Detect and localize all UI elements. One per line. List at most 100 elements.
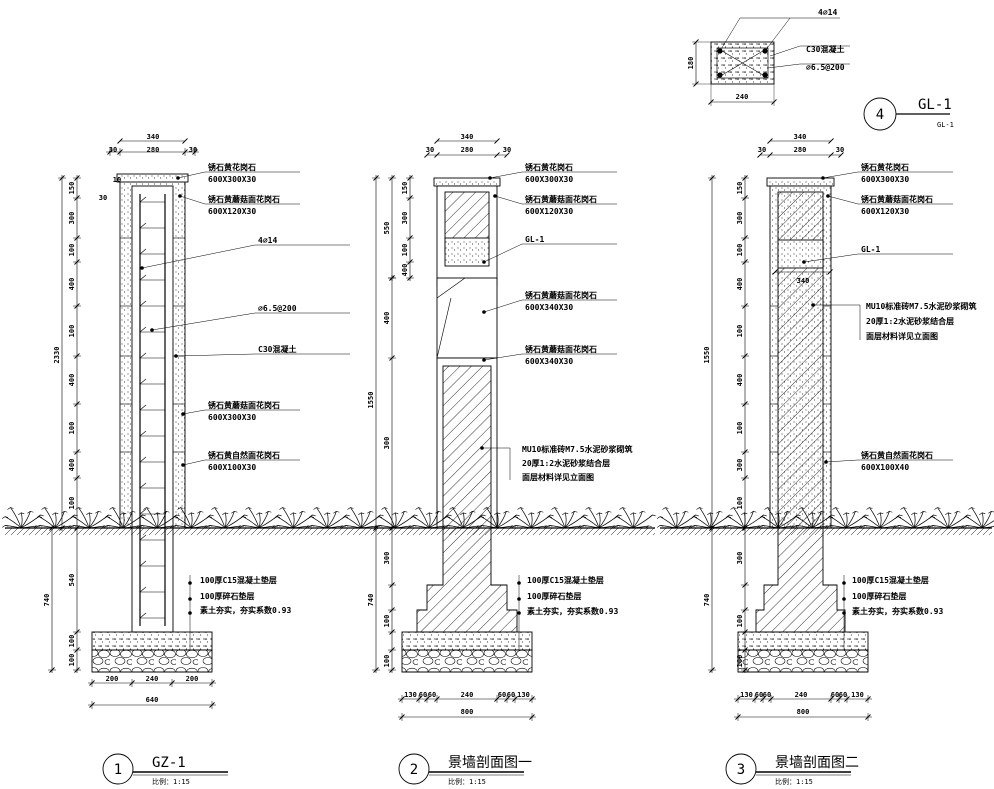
leaf-tip bbox=[861, 525, 868, 528]
leaf bbox=[72, 516, 90, 529]
leaf-tip bbox=[911, 512, 918, 516]
leaf bbox=[326, 511, 337, 529]
leaf-tip bbox=[245, 507, 252, 510]
leaf-tip bbox=[562, 512, 569, 516]
shrub-icon bbox=[171, 507, 214, 529]
leaf bbox=[292, 525, 309, 529]
leaf bbox=[394, 512, 397, 529]
leaf bbox=[777, 525, 794, 529]
leaf-tip bbox=[657, 525, 664, 528]
leaf-tip bbox=[449, 507, 456, 510]
note-text: 素土夯实，夯实系数0.93 bbox=[527, 606, 618, 616]
leaf-tip bbox=[759, 525, 766, 528]
dim-label: 550 bbox=[383, 222, 391, 235]
leaf bbox=[44, 507, 56, 529]
stirrup-hook bbox=[139, 352, 147, 359]
dim-label: 740 bbox=[43, 594, 51, 607]
leaf bbox=[276, 516, 294, 529]
leaf bbox=[174, 516, 192, 529]
leaf bbox=[418, 507, 430, 529]
leaf-tip bbox=[852, 510, 859, 514]
leader-line bbox=[827, 195, 859, 205]
leaf-tip bbox=[36, 525, 43, 528]
leaf-tip bbox=[579, 516, 587, 519]
leaf bbox=[282, 507, 294, 529]
leaf-tip bbox=[517, 507, 524, 510]
leaf bbox=[913, 511, 924, 529]
ground-hatch bbox=[5, 528, 345, 535]
leaf-tip bbox=[656, 516, 664, 519]
dim-label: 150 bbox=[68, 182, 76, 195]
leaf bbox=[496, 511, 507, 529]
dim-label: 300 bbox=[736, 212, 744, 225]
leaf bbox=[879, 525, 896, 529]
leaf bbox=[140, 516, 158, 529]
dim-tick bbox=[504, 152, 510, 158]
leaf-tip bbox=[104, 525, 111, 528]
leaf bbox=[811, 512, 814, 529]
ground-hatch bbox=[345, 528, 655, 535]
leaf-tip bbox=[832, 507, 839, 510]
shrub-icon bbox=[962, 507, 994, 529]
note-text: 100厚C15混凝土垫层 bbox=[527, 575, 604, 585]
leaf-tip bbox=[435, 510, 442, 514]
stirrup-hook bbox=[139, 586, 147, 593]
shrub-icon bbox=[239, 507, 282, 529]
leaf-tip bbox=[528, 512, 535, 516]
leaf-tip bbox=[716, 510, 723, 514]
leaf-tip bbox=[968, 507, 975, 510]
stirrup-hook bbox=[139, 612, 147, 619]
note-text: 100厚碎石垫层 bbox=[852, 591, 906, 601]
dim-label: 300 bbox=[736, 459, 744, 472]
note-text: 600X340X30 bbox=[525, 303, 573, 312]
dim-label: 400 bbox=[383, 312, 391, 325]
leaf-tip bbox=[407, 525, 414, 529]
leaf-tip bbox=[920, 510, 927, 514]
leader-line bbox=[182, 459, 206, 466]
leaf-tip bbox=[645, 525, 652, 529]
stirrup-hook bbox=[139, 534, 147, 541]
leaf-tip bbox=[231, 510, 238, 514]
leaf-tip bbox=[760, 514, 767, 518]
dim-label: 60 bbox=[507, 691, 515, 699]
leaf-tip bbox=[103, 516, 111, 519]
leaf bbox=[378, 516, 396, 529]
shrub-icon bbox=[443, 507, 486, 529]
note-text: 锈石黄蘑菇面花岗石 bbox=[208, 194, 280, 204]
leader-dot bbox=[517, 611, 521, 615]
leaf-tip bbox=[979, 512, 986, 516]
leaf-tip bbox=[929, 525, 936, 528]
dim-label: 400 bbox=[68, 459, 76, 472]
leaf-tip bbox=[7, 507, 14, 510]
leader-dot bbox=[188, 597, 192, 601]
concrete-pad bbox=[737, 631, 869, 651]
dim-tick bbox=[767, 152, 773, 158]
leaf bbox=[20, 512, 23, 529]
leaf bbox=[122, 512, 125, 529]
dim-label: 540 bbox=[68, 574, 76, 587]
leaf-tip bbox=[551, 507, 558, 510]
leaf bbox=[777, 511, 788, 529]
leaf-tip bbox=[543, 525, 550, 529]
dim-label: 400 bbox=[736, 374, 744, 387]
leaf bbox=[462, 525, 479, 529]
stirrup-hook bbox=[139, 222, 147, 229]
dim-label: 60 bbox=[419, 691, 427, 699]
shrub-icon bbox=[375, 507, 418, 529]
leaf-tip bbox=[239, 516, 247, 519]
leaf-tip bbox=[725, 525, 732, 528]
dim-label: 800 bbox=[461, 708, 474, 716]
note-text: 锈石黄蘑菇面花岗石 bbox=[208, 400, 280, 410]
dim-label: 30 bbox=[99, 194, 107, 202]
leaf bbox=[937, 507, 949, 529]
leaf-tip bbox=[342, 525, 349, 528]
note-text: 600X120X30 bbox=[208, 207, 256, 216]
leaf-tip bbox=[207, 514, 214, 518]
drawing-geometry bbox=[1, 17, 994, 785]
dim-tick bbox=[182, 138, 188, 144]
leaf bbox=[879, 511, 890, 529]
leaf bbox=[767, 507, 779, 529]
leaf-tip bbox=[377, 514, 384, 518]
leaf bbox=[777, 512, 780, 529]
leaf-tip bbox=[163, 510, 170, 514]
